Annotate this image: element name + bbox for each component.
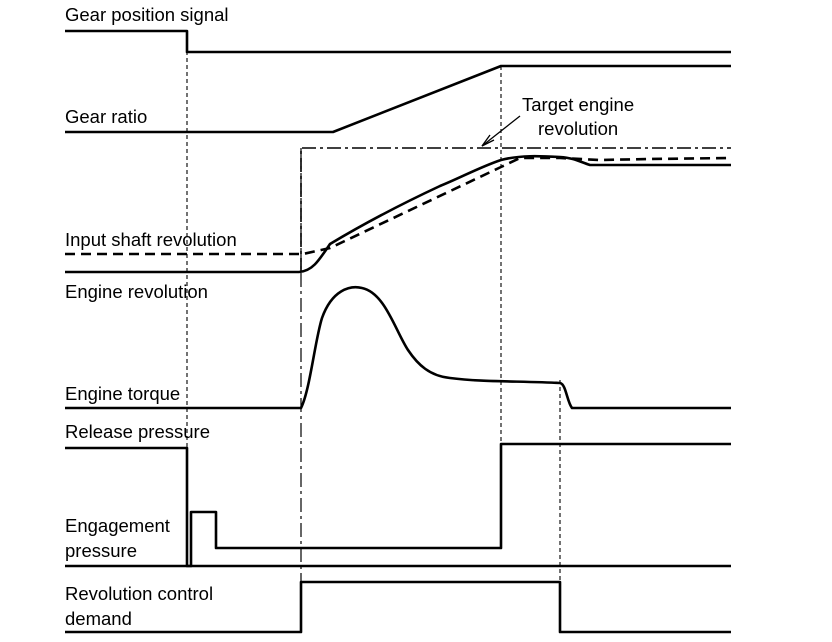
engine-revolution-trace [65,154,731,274]
target-engine-pointer-arrow [481,115,521,147]
gear-ratio-label: Gear ratio [65,106,147,127]
target-engine-revolution-label-line2: revolution [538,118,618,139]
engine-torque-label: Engine torque [65,383,180,404]
revolution-control-demand-label-line1: Revolution control [65,583,213,604]
target-engine-pointer-arrowhead [481,134,495,147]
revolution-control-demand-trace [65,580,731,634]
engagement-pressure-label-line2: pressure [65,540,137,561]
gear-ratio-trace [65,64,731,134]
release-pressure-trace [65,446,731,568]
input-shaft-revolution-trace [65,156,732,256]
revolution-control-demand-label-line2: demand [65,608,132,629]
release-pressure-label: Release pressure [65,421,210,442]
engagement-pressure-trace [65,442,731,568]
gear-position-signal-label: Gear position signal [65,4,229,25]
engagement-pressure-label-line1: Engagement [65,515,170,536]
engine-revolution-label: Engine revolution [65,281,208,302]
gear-position-signal-trace [65,29,731,54]
target-engine-revolution-trace [300,147,731,272]
engine-torque-trace [65,285,731,410]
input-shaft-revolution-label: Input shaft revolution [65,229,237,250]
target-engine-revolution-label-line1: Target engine [522,94,634,115]
